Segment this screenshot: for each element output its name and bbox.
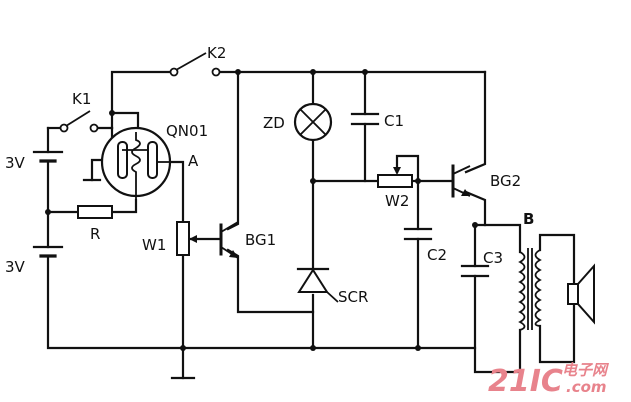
label-a: A [188, 152, 199, 170]
junction-dot [310, 345, 316, 351]
transistor-bg1 [219, 221, 239, 259]
label-w1: W1 [142, 236, 166, 254]
gas-sensor-qn01 [100, 126, 172, 200]
watermark-logo: 21IC 电子网 .com [488, 361, 610, 399]
label-scr: SCR [338, 288, 368, 306]
junction-dot [109, 110, 115, 116]
wire-w2-wiper [395, 154, 420, 183]
wires [46, 70, 576, 380]
label-k2: K2 [207, 44, 226, 62]
transformer-b [518, 248, 542, 331]
wire-bg2-collector [464, 70, 487, 174]
wire-primary-top [473, 223, 522, 254]
label-c1: C1 [384, 112, 404, 130]
wire-k2-left [110, 70, 172, 115]
capacitor-c2 [403, 227, 433, 241]
junction-dot [235, 69, 241, 75]
wire-secondary-bottom [538, 302, 576, 364]
capacitor-c3 [460, 264, 490, 278]
label-battery-top: 3V [5, 154, 26, 172]
wire-r-right [110, 198, 138, 214]
resistor-r [77, 205, 113, 219]
wire-left-bottom [46, 254, 185, 350]
switch-k2 [169, 52, 221, 77]
label-w2: W2 [385, 192, 409, 210]
watermark-number: 21IC [488, 364, 563, 399]
junction-dot [310, 69, 316, 75]
watermark-cn: 电子网 [562, 361, 610, 379]
thyristor-scr [296, 267, 339, 303]
potentiometer-w2 [377, 167, 413, 188]
transistor-bg2 [451, 164, 471, 198]
wire-bg1-collector [226, 70, 240, 231]
label-k1: K1 [72, 90, 91, 108]
label-r: R [90, 225, 100, 243]
label-c3: C3 [483, 249, 503, 267]
label-b: B [523, 210, 534, 228]
junction-dot [310, 178, 316, 184]
junction-dot [180, 345, 186, 351]
capacitor-c1 [350, 112, 380, 126]
junction-dot [472, 222, 478, 228]
label-qn01: QN01 [166, 122, 208, 140]
battery-bottom [32, 245, 64, 258]
lamp-zd [293, 102, 333, 142]
junctions [45, 69, 478, 351]
wire-c3-bottom [473, 274, 522, 374]
junction-dot [362, 69, 368, 75]
label-zd: ZD [263, 114, 285, 132]
switch-k1 [59, 110, 99, 133]
junction-dot [45, 209, 51, 215]
watermark-domain: .com [566, 378, 607, 396]
wire-bg1-emitter [226, 248, 315, 314]
wire-sensor-top [110, 111, 140, 134]
label-c2: C2 [427, 246, 447, 264]
label-bg2: BG2 [490, 172, 521, 190]
potentiometer-w1 [176, 221, 197, 256]
junction-dot [415, 178, 421, 184]
wire-bg2-emitter [464, 190, 487, 227]
battery-top [32, 150, 64, 163]
speaker-icon [567, 263, 595, 325]
label-battery-bottom: 3V [5, 258, 26, 276]
wire-secondary-top [538, 233, 576, 286]
labels: K1 K2 QN01 A ZD C1 C2 C3 BG1 BG2 W1 W2 R… [5, 44, 534, 306]
label-bg1: BG1 [245, 231, 276, 249]
junction-dot [415, 345, 421, 351]
